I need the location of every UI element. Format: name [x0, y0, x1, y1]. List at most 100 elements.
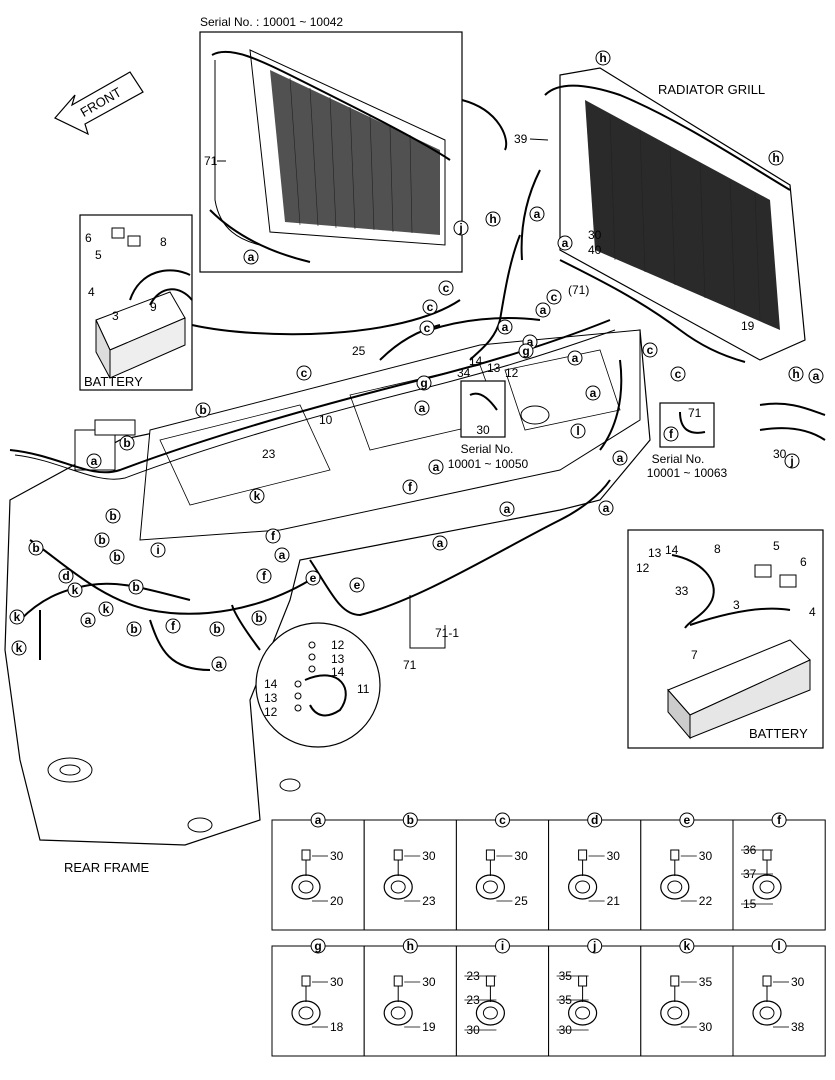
svg-text:f: f	[271, 529, 276, 543]
radiator-grill-label: RADIATOR GRILL	[658, 82, 765, 97]
callout-a: a	[529, 206, 545, 222]
svg-text:71: 71	[403, 658, 417, 672]
svg-text:7: 7	[691, 648, 698, 662]
legend-letter-b: b	[407, 813, 414, 827]
serial-inset-top: Serial No. : 10001 ~ 10042 71 a	[199, 15, 508, 273]
svg-text:(71): (71)	[568, 283, 589, 297]
svg-text:a: a	[534, 207, 541, 221]
svg-text:10: 10	[319, 413, 333, 427]
svg-text:14: 14	[469, 354, 483, 368]
svg-text:b: b	[130, 622, 137, 636]
svg-text:c: c	[427, 300, 434, 314]
svg-text:k: k	[14, 610, 21, 624]
legend-letter-d: d	[591, 813, 598, 827]
svg-text:g: g	[420, 376, 427, 390]
svg-text:5: 5	[773, 539, 780, 553]
svg-text:b: b	[98, 533, 105, 547]
svg-text:k: k	[72, 583, 79, 597]
svg-text:14: 14	[264, 677, 278, 691]
svg-text:a: a	[572, 351, 579, 365]
svg-text:b: b	[32, 541, 39, 555]
serial-top-label: Serial No. : 10001 ~ 10042	[200, 15, 343, 29]
svg-text:a: a	[527, 335, 534, 349]
svg-text:h: h	[772, 151, 779, 165]
svg-text:b: b	[113, 550, 120, 564]
svg-text:71: 71	[688, 406, 702, 420]
svg-text:f: f	[669, 427, 674, 441]
svg-text:k: k	[254, 489, 261, 503]
legend-part-l-0: 30	[791, 975, 805, 989]
legend-part-d-0: 30	[607, 849, 621, 863]
legend-part-e-1: 22	[699, 894, 713, 908]
svg-text:8: 8	[714, 542, 721, 556]
svg-text:3: 3	[733, 598, 740, 612]
svg-text:b: b	[132, 580, 139, 594]
svg-text:6: 6	[85, 231, 92, 245]
svg-text:b: b	[213, 622, 220, 636]
svg-text:a: a	[617, 451, 624, 465]
battery-detail-label: BATTERY	[749, 726, 808, 741]
svg-text:Serial No.: Serial No.	[652, 452, 705, 466]
svg-text:71-1: 71-1	[435, 626, 459, 640]
svg-text:j: j	[789, 454, 793, 468]
svg-text:b: b	[255, 611, 262, 625]
svg-text:f: f	[408, 480, 413, 494]
legend-part-h-1: 19	[422, 1020, 436, 1034]
svg-text:a: a	[85, 613, 92, 627]
legend-letter-a: a	[315, 813, 322, 827]
legend-part-c-1: 25	[514, 894, 528, 908]
battery-detail-right: 13 14 12 8 5 6 33 3 4 7 BATTERY	[627, 529, 824, 749]
svg-text:12: 12	[636, 561, 650, 575]
svg-text:25: 25	[352, 344, 366, 358]
svg-text:6: 6	[800, 555, 807, 569]
legend-letter-j: j	[592, 939, 596, 953]
svg-text:34: 34	[457, 366, 471, 380]
radiator-grill: RADIATOR GRILL h h 39 19	[514, 50, 806, 361]
part-39: 39	[514, 132, 528, 146]
legend-part-e-0: 30	[699, 849, 713, 863]
legend-part-a-1: 20	[330, 894, 344, 908]
legend-letter-g: g	[314, 939, 321, 953]
svg-text:c: c	[675, 367, 682, 381]
svg-text:9: 9	[150, 300, 157, 314]
svg-text:30: 30	[476, 423, 490, 437]
svg-text:h: h	[489, 212, 496, 226]
svg-text:k: k	[103, 602, 110, 616]
svg-text:c: c	[647, 343, 654, 357]
svg-text:23: 23	[262, 447, 276, 461]
svg-text:b: b	[109, 509, 116, 523]
legend-part-l-1: 38	[791, 1020, 805, 1034]
svg-text:4: 4	[88, 285, 95, 299]
main-callouts: a a a a a a a a a a a a a a a a a a b b …	[9, 206, 824, 672]
svg-text:10001 ~ 10063: 10001 ~ 10063	[647, 466, 728, 480]
legend-letter-c: c	[499, 813, 506, 827]
svg-text:5: 5	[95, 248, 102, 262]
svg-text:13: 13	[648, 546, 662, 560]
svg-text:a: a	[813, 369, 820, 383]
svg-text:e: e	[310, 571, 317, 585]
svg-text:a: a	[540, 303, 547, 317]
callout-a-inset: a	[248, 250, 255, 264]
svg-text:k: k	[16, 641, 23, 655]
legend-part-g-0: 30	[330, 975, 344, 989]
svg-text:Serial No.: Serial No.	[461, 442, 514, 456]
part-71-top: 71	[204, 154, 218, 168]
svg-text:a: a	[603, 501, 610, 515]
legend-part-b-0: 30	[422, 849, 436, 863]
svg-text:a: a	[502, 320, 509, 334]
svg-text:a: a	[433, 460, 440, 474]
legend-letter-f: f	[777, 813, 782, 827]
serial-inset-mid: 30 Serial No. 10001 ~ 10050	[448, 380, 529, 471]
legend-part-g-1: 18	[330, 1020, 344, 1034]
front-arrow: FRONT	[54, 71, 144, 136]
svg-text:a: a	[562, 236, 569, 250]
svg-text:8: 8	[160, 235, 167, 249]
svg-text:40: 40	[588, 243, 602, 257]
